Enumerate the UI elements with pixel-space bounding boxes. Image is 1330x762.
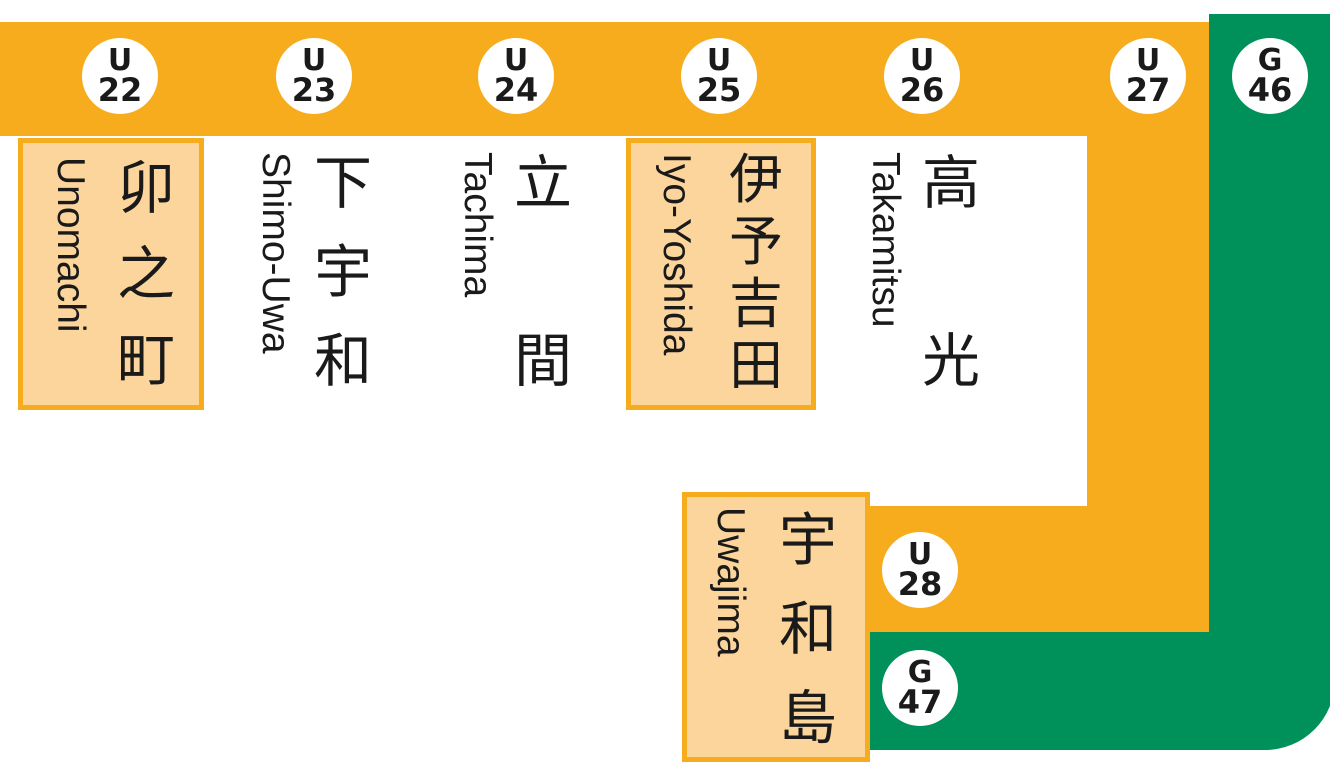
badge-number: 28	[897, 565, 943, 604]
badge-letter: U	[909, 42, 935, 78]
station-romaji-name: Takamitsu	[864, 152, 907, 328]
badge-number: 46	[1247, 71, 1293, 110]
station-romaji-name: Iyo-Yoshida	[655, 153, 698, 356]
badge-number: 24	[493, 71, 539, 110]
station-kanji-name: 卯 之 町	[116, 154, 175, 394]
station-number-badge-g46: G 46	[1232, 38, 1308, 114]
badge-number: 25	[696, 71, 742, 110]
station-romaji-name: Tachima	[456, 152, 499, 298]
station-number-badge-u25: U 25	[681, 38, 757, 114]
station-tachima: 立 間 Tachima	[446, 138, 632, 410]
station-kanji-name: 立 間	[513, 149, 572, 395]
badge-letter: G	[1257, 42, 1283, 78]
badge-number: 26	[899, 71, 945, 110]
station-kanji-name: 下 宇 和	[313, 149, 372, 395]
badge-number: 23	[291, 71, 337, 110]
yosan-line-top	[0, 22, 1209, 136]
badge-letter: U	[706, 42, 732, 78]
station-uwajima: 宇 和 島 Uwajima	[682, 492, 870, 762]
station-kanji-name: 宇 和 島	[778, 506, 837, 752]
badge-letter: U	[907, 536, 933, 572]
badge-letter: U	[1135, 42, 1161, 78]
station-romaji-name: Uwajima	[709, 507, 752, 657]
badge-letter: U	[107, 42, 133, 78]
station-kanji-name: 伊 予 吉 田	[729, 148, 783, 397]
station-number-badge-u23: U 23	[276, 38, 352, 114]
badge-letter: U	[301, 42, 327, 78]
badge-number: 47	[897, 683, 943, 722]
badge-number: 27	[1125, 71, 1171, 110]
station-takamitsu: 高 光 Takamitsu	[850, 138, 1050, 410]
station-number-badge-u24: U 24	[478, 38, 554, 114]
station-kanji-name: 高 光	[921, 149, 980, 395]
station-romaji-name: Unomachi	[49, 157, 92, 333]
station-number-badge-g47: G 47	[882, 650, 958, 726]
station-number-badge-u22: U 22	[82, 38, 158, 114]
station-number-badge-u27: U 27	[1110, 38, 1186, 114]
badge-letter: U	[503, 42, 529, 78]
badge-number: 22	[97, 71, 143, 110]
station-number-badge-u28: U 28	[882, 532, 958, 608]
station-iyo-yoshida: 伊 予 吉 田 Iyo-Yoshida	[626, 138, 816, 410]
station-shimo-uwa: 下 宇 和 Shimo-Uwa	[238, 138, 424, 410]
station-number-badge-u26: U 26	[884, 38, 960, 114]
station-unomachi: 卯 之 町 Unomachi	[18, 138, 204, 410]
yodo-line-vertical	[1209, 14, 1330, 664]
badge-letter: G	[907, 654, 933, 690]
station-romaji-name: Shimo-Uwa	[254, 152, 297, 354]
